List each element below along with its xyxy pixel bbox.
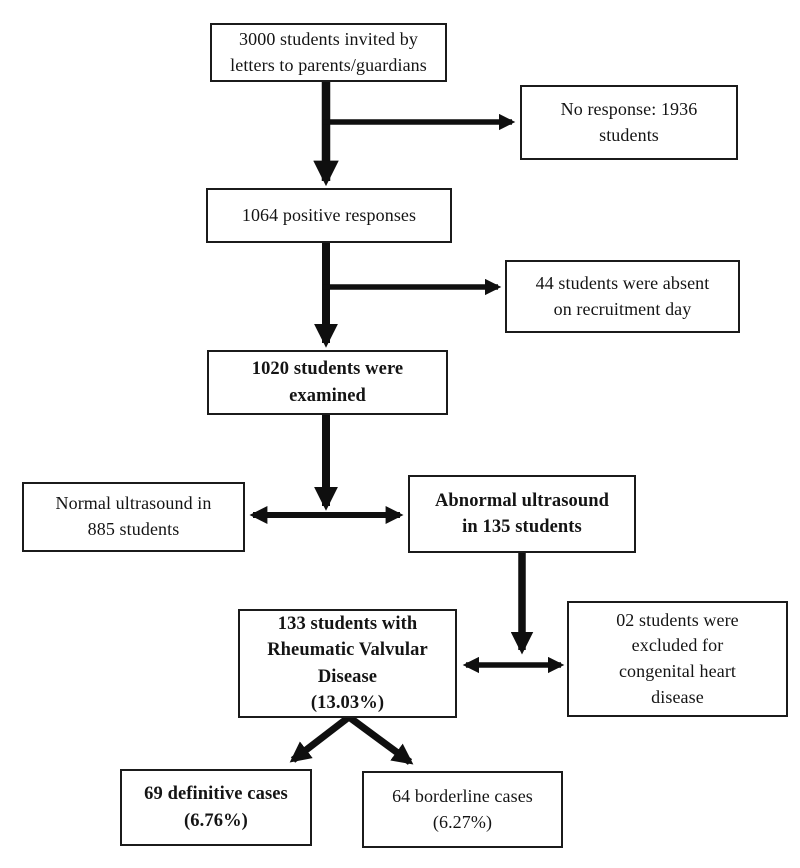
box-no-response: No response: 1936 students bbox=[520, 85, 738, 160]
box-abnormal-ultrasound: Abnormal ultrasound in 135 students bbox=[408, 475, 636, 553]
box-absent: 44 students were absent on recruitment d… bbox=[505, 260, 740, 333]
box-borderline-cases: 64 borderline cases (6.27%) bbox=[362, 771, 563, 848]
box-positive-responses-label: 1064 positive responses bbox=[241, 204, 417, 225]
arrow-rvd-to-definitive bbox=[289, 714, 352, 763]
box-normal-ultrasound: Normal ultrasound in 885 students bbox=[22, 482, 245, 552]
box-invited-label: 3000 students invited by letters to pare… bbox=[230, 28, 427, 75]
box-positive-responses: 1064 positive responses bbox=[206, 188, 452, 243]
box-borderline-cases-label: 64 borderline cases (6.27%) bbox=[392, 785, 533, 832]
box-no-response-label: No response: 1936 students bbox=[560, 98, 698, 145]
box-definitive-cases-label: 69 definitive cases (6.76%) bbox=[144, 784, 288, 831]
box-examined-label: 1020 students were examined bbox=[251, 359, 404, 406]
arrow-rvd-to-borderline bbox=[346, 714, 414, 765]
box-rheumatic-valvular-disease-label: 133 students with Rheumatic Valvular Dis… bbox=[267, 613, 428, 713]
box-examined: 1020 students were examined bbox=[207, 350, 448, 415]
box-definitive-cases: 69 definitive cases (6.76%) bbox=[120, 769, 312, 846]
box-abnormal-ultrasound-label: Abnormal ultrasound in 135 students bbox=[434, 490, 610, 537]
box-rheumatic-valvular-disease: 133 students with Rheumatic Valvular Dis… bbox=[238, 609, 457, 718]
box-excluded-congenital-label: 02 students were excluded for congenital… bbox=[616, 609, 739, 707]
box-invited: 3000 students invited by letters to pare… bbox=[210, 23, 447, 82]
box-absent-label: 44 students were absent on recruitment d… bbox=[535, 272, 710, 319]
box-normal-ultrasound-label: Normal ultrasound in 885 students bbox=[55, 493, 212, 539]
box-excluded-congenital: 02 students were excluded for congenital… bbox=[567, 601, 788, 717]
